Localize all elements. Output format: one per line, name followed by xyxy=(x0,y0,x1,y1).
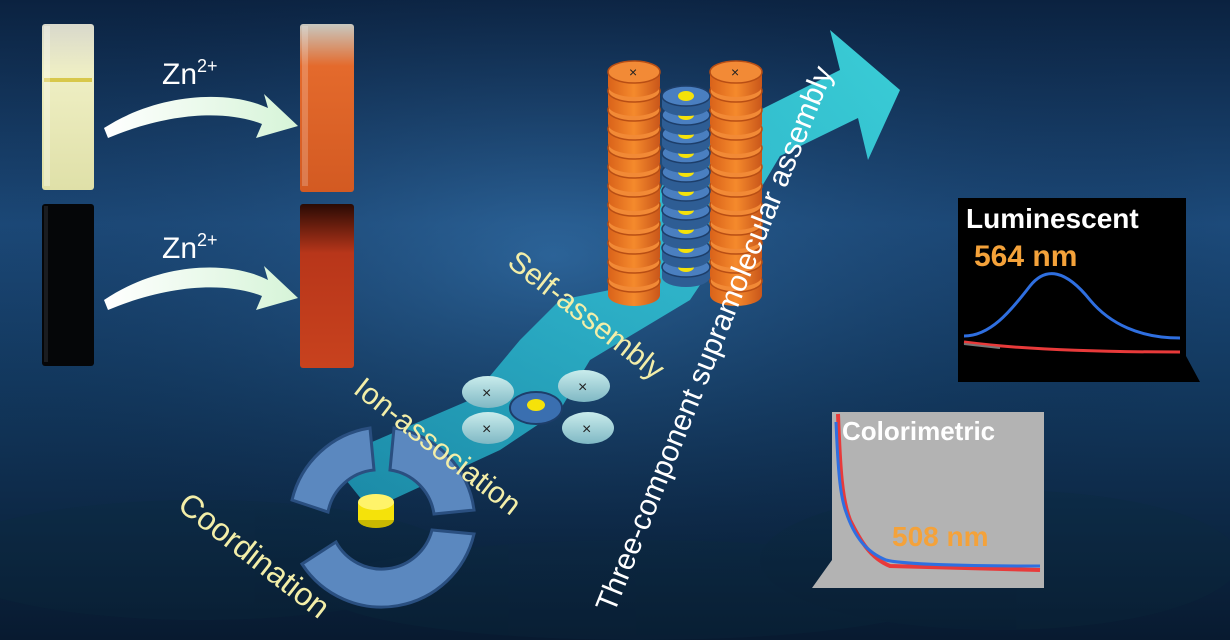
svg-text:×: × xyxy=(578,379,587,396)
orange-disc: × xyxy=(607,60,661,97)
orange-disc: × xyxy=(709,60,763,97)
colorimetric-wavelength: 508 nm xyxy=(892,521,989,552)
zn-label-bottom: Zn2+ xyxy=(162,230,218,265)
luminescent-spectrum-panel: Luminescent 564 nm xyxy=(958,198,1200,382)
cuvette-before-visible xyxy=(42,24,94,190)
blue-ring xyxy=(509,391,563,425)
colorimetric-spectrum-panel: Colorimetric 508 nm xyxy=(812,412,1044,588)
cuvette-before-uv xyxy=(42,204,94,366)
blue-disc xyxy=(661,85,711,116)
supramolecular-stack: ×××× xyxy=(607,60,763,306)
zn-arrow-top xyxy=(104,94,298,138)
teal-disc: × xyxy=(462,412,514,444)
svg-text:×: × xyxy=(482,385,491,402)
zn-arrow-bottom xyxy=(104,266,298,310)
zn-label-top: Zn2+ xyxy=(162,56,218,91)
luminescent-wavelength: 564 nm xyxy=(974,240,1077,273)
teal-disc: × xyxy=(562,412,614,444)
ion-association-cluster: × × × × xyxy=(462,370,614,444)
cuvette-after-uv xyxy=(300,204,354,368)
teal-disc: × xyxy=(558,370,610,402)
svg-text:×: × xyxy=(731,64,739,80)
colorimetric-title: Colorimetric xyxy=(842,416,995,446)
luminescent-title: Luminescent xyxy=(966,203,1139,234)
teal-disc: × xyxy=(462,376,514,408)
svg-text:×: × xyxy=(582,421,591,438)
svg-text:×: × xyxy=(482,421,491,438)
cuvette-after-visible xyxy=(300,24,354,192)
svg-text:×: × xyxy=(629,64,637,80)
coordination-tripod xyxy=(290,426,476,609)
